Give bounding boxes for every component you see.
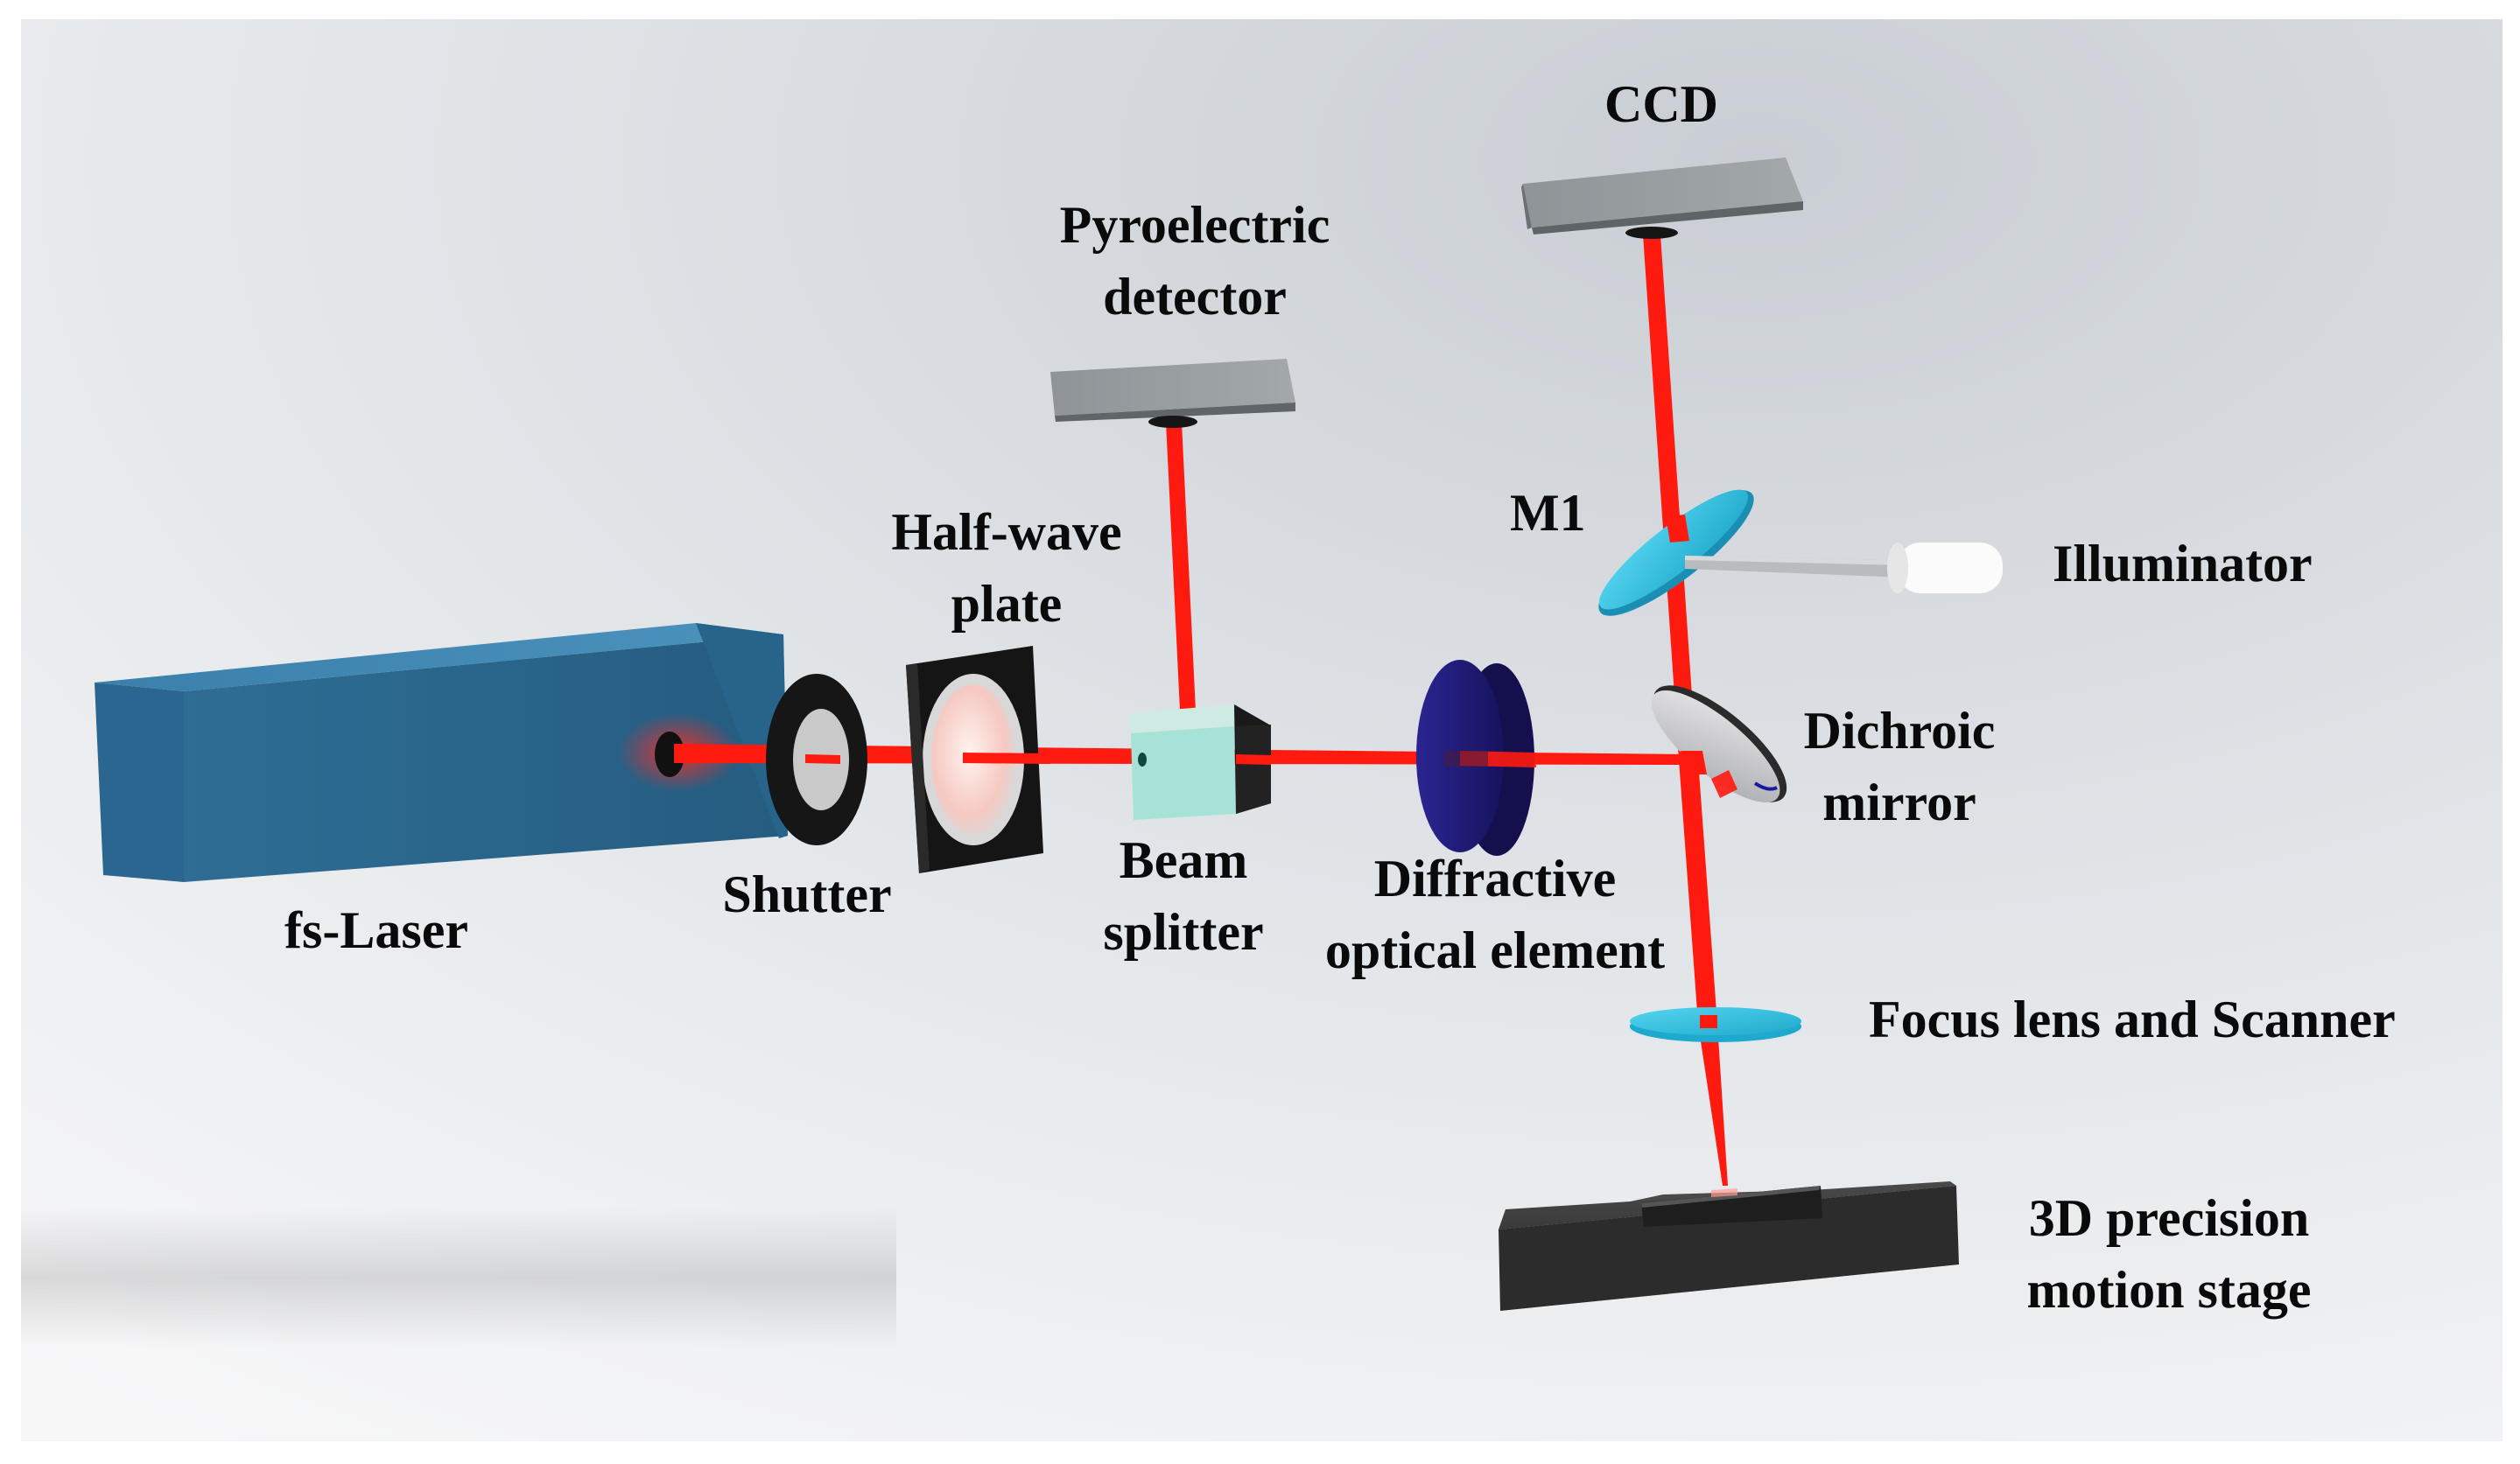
beam-to-focus-lens [1679, 760, 1717, 1024]
beam-to-pyroelectric [1166, 422, 1196, 711]
m1-label: M1 [1510, 484, 1586, 542]
ccd-label: CCD [1604, 75, 1718, 133]
halfwave-label-line2: plate [951, 575, 1063, 633]
fs-laser [95, 623, 788, 882]
pyroelectric-detector [1050, 359, 1295, 428]
illuminator [1685, 543, 2003, 593]
beam-splitter [1129, 704, 1271, 820]
fs-laser-label: fs-Laser [284, 901, 468, 959]
m1-mirror [1598, 489, 1754, 616]
laser-aperture [655, 732, 684, 777]
focus-lens [1630, 1007, 1801, 1042]
doe-label-line1: Diffractive [1373, 850, 1617, 907]
pyroelectric-label-line1: Pyroelectric [1059, 196, 1330, 254]
floor-shadow [21, 1208, 896, 1348]
shutter [766, 674, 867, 845]
doe-label-line2: optical element [1324, 921, 1666, 979]
focus-lens-scanner-label: Focus lens and Scanner [1869, 991, 2396, 1048]
half-wave-plate-label: Half-wave plate [891, 496, 1121, 640]
ccd-detector [1521, 158, 1803, 239]
dichroic-label-line2: mirror [1822, 774, 1976, 831]
motion-stage [1499, 1181, 1959, 1311]
beam-label-line2: splitter [1103, 903, 1264, 961]
motion-stage-label: 3D precision motion stage [2027, 1182, 2312, 1326]
dichroic-mirror-label: Dichroic mirror [1804, 695, 1996, 838]
shutter-label: Shutter [722, 865, 892, 923]
focused-beam [1698, 1024, 1728, 1186]
beam-label-line1: Beam [1119, 831, 1248, 889]
half-wave-plate [906, 646, 1050, 873]
beam-to-ccd [1643, 235, 1696, 760]
diffractive-optical-element [1416, 660, 1536, 856]
halfwave-label-line1: Half-wave [891, 503, 1122, 561]
illuminator-label: Illuminator [2053, 535, 2313, 592]
stage-label-line1: 3D precision [2028, 1189, 2310, 1247]
pyroelectric-label-line2: detector [1103, 268, 1287, 326]
stage-label-line2: motion stage [2026, 1261, 2312, 1319]
beam-splitter-label: Beam splitter [1103, 824, 1263, 968]
dichroic-mirror [1651, 685, 1787, 803]
diffractive-optical-element-label: Diffractive optical element [1325, 843, 1665, 986]
dichroic-label-line1: Dichroic [1803, 702, 1996, 760]
pyroelectric-detector-label: Pyroelectric detector [1060, 189, 1330, 333]
